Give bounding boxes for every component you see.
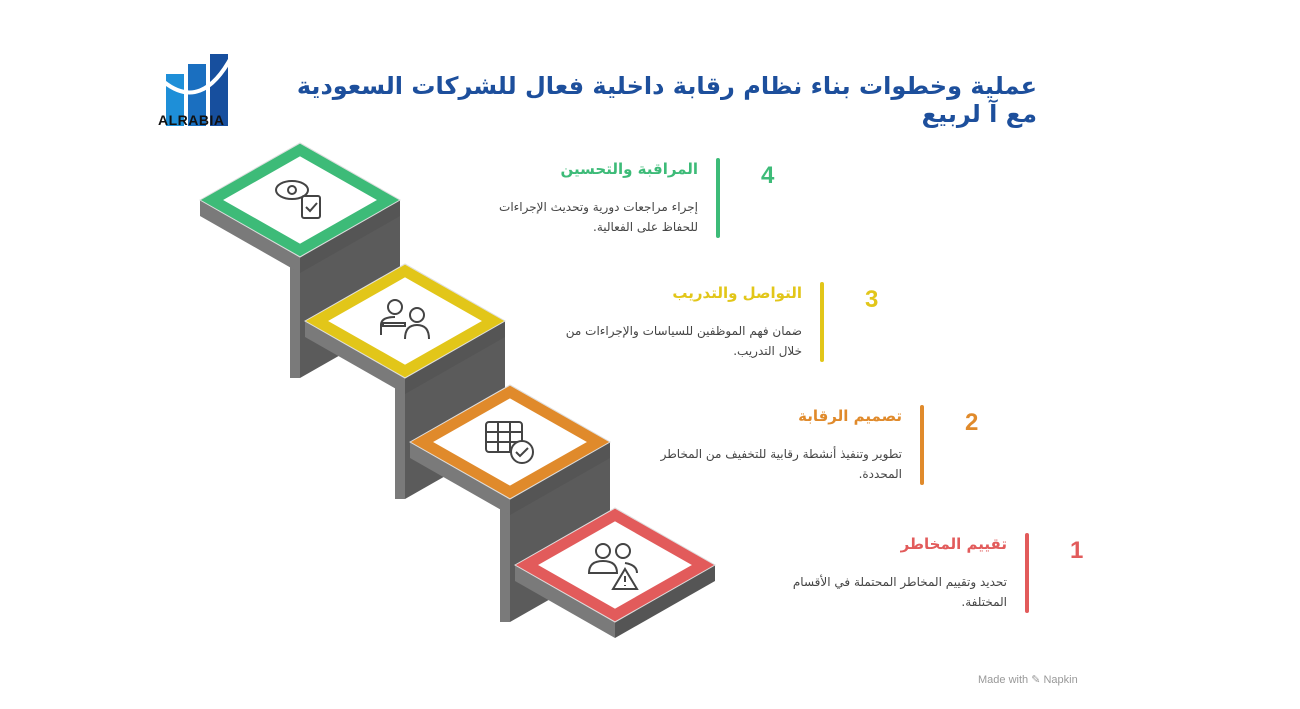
made-with-napkin: Made with ✎ Napkin bbox=[978, 674, 1078, 686]
step-accent-bar bbox=[716, 158, 720, 238]
step-title: التواصل والتدريب bbox=[672, 284, 802, 302]
stair-edge bbox=[290, 257, 300, 378]
step-title: تقييم المخاطر bbox=[900, 535, 1007, 553]
step-number: 4 bbox=[761, 162, 775, 189]
step-description-line: خلال التدريب. bbox=[733, 344, 802, 358]
stair-edge bbox=[395, 378, 405, 499]
platform-right-face bbox=[510, 442, 610, 515]
step-title: المراقبة والتحسين bbox=[560, 160, 698, 178]
platform-border bbox=[200, 143, 400, 257]
step-number: 1 bbox=[1070, 537, 1084, 564]
platform-left-face bbox=[200, 200, 300, 273]
users-warning-icon bbox=[587, 543, 639, 590]
step-description-line: تطوير وتنفيذ أنشطة رقابية للتخفيف من الم… bbox=[660, 447, 902, 461]
eye-clipboard-icon bbox=[275, 180, 321, 219]
step-description-line: المختلفة. bbox=[961, 595, 1007, 609]
step-1-platform bbox=[513, 507, 717, 638]
step-accent-bar bbox=[920, 405, 924, 485]
stair-edge bbox=[500, 499, 510, 622]
trainer-icon bbox=[380, 299, 430, 340]
step-title: تصميم الرقابة bbox=[798, 407, 902, 425]
step-accent-bar bbox=[820, 282, 824, 362]
platform-right-face bbox=[615, 565, 715, 638]
platform-left-face bbox=[410, 442, 510, 515]
alrabia-logo-icon bbox=[162, 54, 234, 126]
table-check-icon bbox=[485, 421, 534, 464]
page-title: عملية وخطوات بناء نظام رقابة داخلية فعال… bbox=[296, 72, 1037, 128]
step-description-line: ضمان فهم الموظفين للسياسات والإجراءات من bbox=[565, 324, 802, 338]
logo-text: ALRABIA bbox=[158, 112, 225, 128]
platform-right-face bbox=[405, 321, 505, 394]
step-accent-bar bbox=[1025, 533, 1029, 613]
platform-border bbox=[305, 264, 505, 378]
step-description-line: المحددة. bbox=[858, 467, 902, 481]
platform-left-face bbox=[515, 565, 615, 638]
step-number: 2 bbox=[965, 409, 979, 436]
platform-left-face bbox=[305, 321, 405, 394]
step-description-line: للحفاظ على الفعالية. bbox=[593, 220, 698, 234]
step-description-line: إجراء مراجعات دورية وتحديث الإجراءات bbox=[499, 200, 698, 214]
step-description-line: تحديد وتقييم المخاطر المحتملة في الأقسام bbox=[792, 575, 1007, 589]
step-number: 3 bbox=[865, 286, 879, 313]
platform-right-face bbox=[300, 200, 400, 273]
